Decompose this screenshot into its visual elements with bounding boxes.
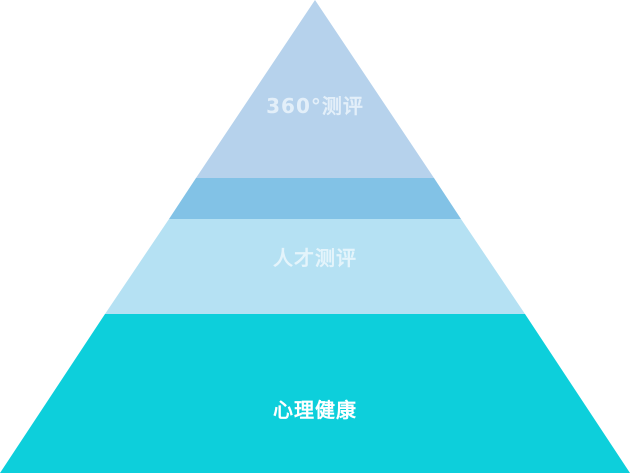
- tier-label-360-assessment: 360°测评: [266, 94, 364, 118]
- pyramid-tier-middle: [105, 219, 525, 314]
- tier-label-mental-health: 心理健康: [273, 398, 357, 422]
- pyramid-tier-bottom: [0, 314, 630, 473]
- pyramid-tier-band: [169, 178, 461, 219]
- pyramid-tier-top: [196, 0, 434, 178]
- tier-label-talent-assessment: 人才测评: [273, 246, 357, 270]
